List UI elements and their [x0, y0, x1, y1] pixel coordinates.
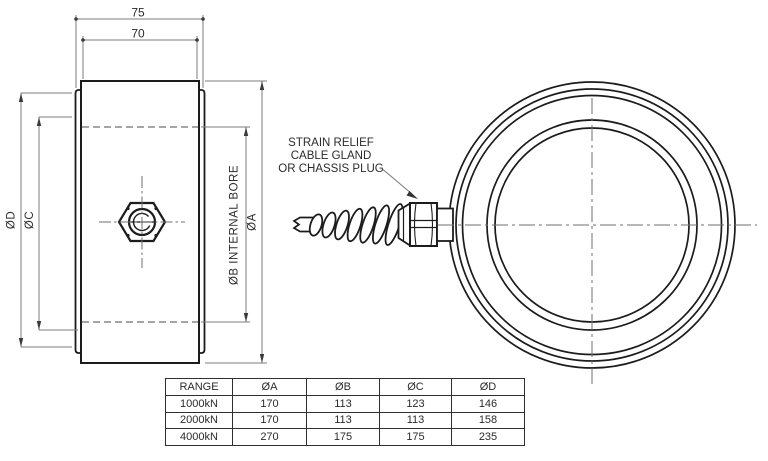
dim-tick [201, 17, 205, 21]
side-left-ring [74, 89, 81, 354]
table-cell: 175 [379, 428, 452, 447]
table-header-cell: ØC [379, 378, 452, 396]
table-header-row: RANGE ØA ØB ØC ØD [165, 378, 525, 396]
hex-dot [154, 233, 158, 238]
front-view [292, 81, 757, 388]
table-cell: 170 [232, 411, 307, 430]
table-cell: 2000kN [165, 411, 233, 430]
gland-cone [397, 201, 411, 248]
arrow-down [259, 354, 265, 363]
table-row: 4000kN 270 175 175 235 [165, 428, 525, 447]
dim-value-75: 75 [131, 6, 145, 20]
arrow-down [243, 313, 249, 322]
hex-facet-curve [413, 202, 417, 247]
hex-facet-curve [430, 202, 434, 247]
dim-label-oa: ØA [247, 213, 259, 231]
hex-dot [126, 206, 130, 211]
table-cell: 270 [232, 428, 307, 447]
table-cell: 123 [379, 394, 452, 413]
dim-label-od: ØD [6, 211, 18, 229]
leader-arrowhead [406, 191, 418, 199]
table-cell: 235 [451, 428, 525, 447]
table-cell: 146 [451, 394, 525, 413]
drawing-text: 75 70 ØD ØC ØB INTERNAL BORE ØA STRAIN R… [6, 6, 384, 286]
table-header-cell: ØB [306, 378, 380, 396]
table-row: 1000kN 170 113 123 146 [165, 394, 525, 413]
arrow-up [243, 127, 249, 136]
dim-tick [195, 38, 199, 42]
dim-value-70: 70 [131, 27, 145, 41]
table-cell: 4000kN [165, 428, 233, 447]
dim-label-ob: ØB INTERNAL BORE [229, 165, 241, 285]
arrow-up [36, 117, 42, 126]
hex-dot [126, 233, 130, 238]
arrow-down [18, 338, 24, 347]
annotation-line-1: STRAIN RELIEF [288, 137, 374, 149]
dimension-lines [18, 15, 267, 364]
side-view [74, 80, 206, 364]
annotation-leader [382, 169, 418, 199]
arrow-down [36, 321, 42, 330]
hex-dot [154, 206, 158, 211]
table-cell: 158 [451, 411, 525, 430]
coiled-cable [308, 203, 404, 246]
table-cell: 1000kN [165, 394, 233, 413]
annotation-line-2: CABLE GLAND [291, 150, 372, 162]
dim-tick [81, 38, 85, 42]
table-row: 2000kN 170 113 113 158 [165, 411, 525, 430]
leader-line [382, 169, 413, 195]
range-spec-table: RANGE ØA ØB ØC ØD 1000kN 170 113 123 146… [165, 378, 525, 447]
table-cell: 175 [306, 428, 380, 447]
arrow-up [259, 81, 265, 90]
table-header-cell: RANGE [165, 378, 233, 396]
table-cell: 113 [306, 394, 380, 413]
table-header-cell: ØD [451, 378, 525, 396]
arrow-up [18, 93, 24, 102]
table-cell: 113 [379, 411, 452, 430]
connector-inner-arc [132, 212, 151, 232]
table-cell: 113 [306, 411, 380, 430]
table-header-cell: ØA [232, 378, 307, 396]
side-right-ring [199, 89, 206, 354]
annotation-line-3: OR CHASSIS PLUG [278, 163, 383, 175]
table-cell: 170 [232, 394, 307, 413]
dim-tick [74, 17, 78, 21]
dim-label-oc: ØC [24, 211, 36, 229]
